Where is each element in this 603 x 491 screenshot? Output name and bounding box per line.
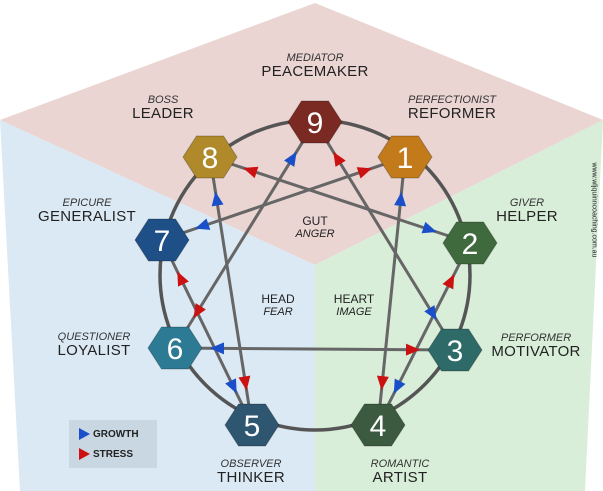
growth-arrow-icon xyxy=(79,428,90,440)
growth-arrow-icon xyxy=(211,191,224,207)
hexagon-icon xyxy=(442,221,498,265)
type-number: 2 xyxy=(462,228,479,261)
growth-arrow-icon xyxy=(209,342,225,355)
heart-region xyxy=(315,120,603,491)
type-number: 6 xyxy=(167,333,184,366)
hexagon-icon xyxy=(287,100,343,144)
growth-arrow-icon xyxy=(421,221,437,234)
growth-arrow-icon xyxy=(195,218,211,230)
type-6-node: 6 xyxy=(147,326,203,370)
type-3-node: 3 xyxy=(427,328,483,372)
hexagon-icon xyxy=(147,326,203,370)
type-number: 9 xyxy=(307,107,324,140)
legend-growth: GROWTH xyxy=(79,428,139,440)
stress-arrow-icon xyxy=(243,166,259,179)
head-region xyxy=(0,120,315,491)
stress-arrow-icon xyxy=(79,448,90,460)
stress-arrow-icon xyxy=(193,303,206,319)
legend: GROWTH STRESS xyxy=(69,420,157,468)
stress-arrow-icon xyxy=(442,274,455,290)
type-number: 1 xyxy=(397,142,414,175)
growth-arrow-icon xyxy=(225,378,237,394)
type-number: 3 xyxy=(447,335,464,368)
hexagon-icon xyxy=(182,135,238,179)
growth-arrow-icon xyxy=(284,151,297,167)
stress-arrow-icon xyxy=(177,271,189,287)
type-number: 7 xyxy=(154,225,171,258)
growth-arrow-icon xyxy=(424,305,437,321)
growth-arrow-icon xyxy=(393,378,406,394)
type-1-node: 1 xyxy=(377,135,433,179)
type-9-node: 9 xyxy=(287,100,343,144)
stress-arrow-icon xyxy=(356,167,372,179)
type-number: 5 xyxy=(244,410,261,443)
type-8-node: 8 xyxy=(182,135,238,179)
type-2-node: 2 xyxy=(442,221,498,265)
stress-arrow-icon xyxy=(333,151,346,167)
type-5-node: 5 xyxy=(224,403,280,447)
hexagon-icon xyxy=(377,135,433,179)
connection-line-4-2 xyxy=(376,242,472,426)
type-7-node: 7 xyxy=(134,218,190,262)
hexagon-icon xyxy=(224,403,280,447)
credit-text: www.wljquinncoaching.com.au xyxy=(590,162,598,258)
growth-arrow-icon xyxy=(394,191,407,207)
legend-stress: STRESS xyxy=(79,448,133,460)
stress-arrow-icon xyxy=(405,343,421,356)
type-number: 4 xyxy=(370,410,387,443)
hexagon-icon xyxy=(134,218,190,262)
stress-arrow-icon xyxy=(238,375,251,391)
hexagon-icon xyxy=(350,403,406,447)
type-number: 8 xyxy=(202,142,219,175)
type-4-node: 4 xyxy=(350,403,406,447)
stress-arrow-icon xyxy=(376,375,389,391)
hexagon-icon xyxy=(427,328,483,372)
connection-line-5-7 xyxy=(160,239,254,426)
